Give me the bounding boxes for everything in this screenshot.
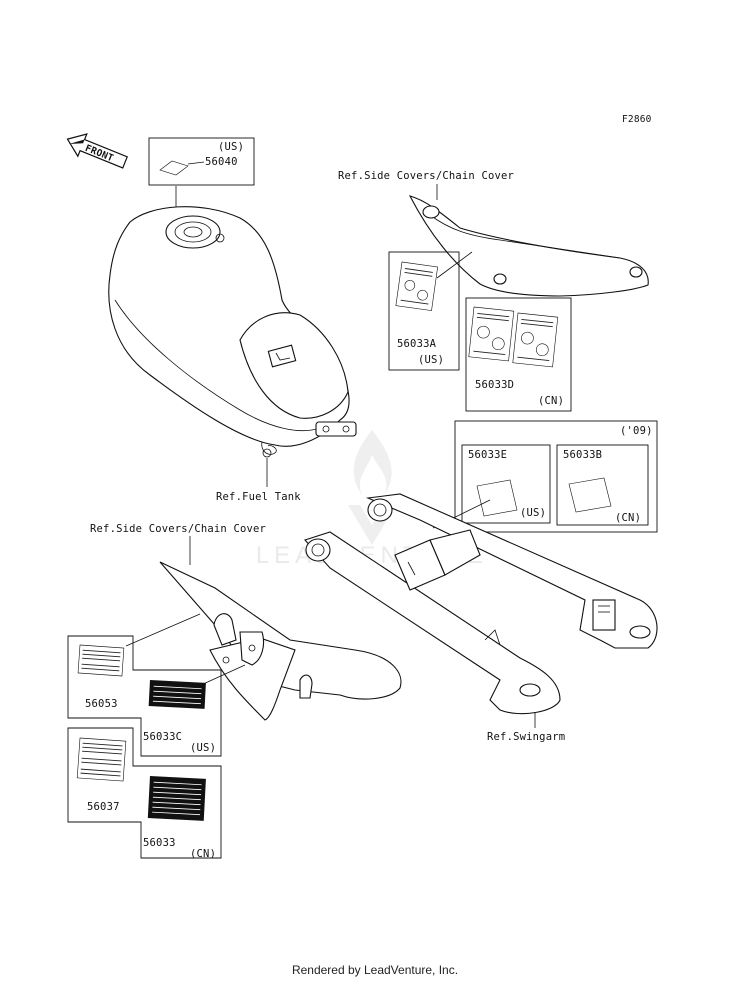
decal-box-56040: (US) 56040: [148, 137, 255, 212]
front-arrow-icon: FRONT: [66, 133, 129, 169]
region-56033D: (CN): [538, 395, 564, 407]
region-56033A: (US): [418, 354, 444, 366]
decal-box-56053-56033C: 56053 56033C (US): [67, 613, 246, 757]
decal-box-56037-56033: 56037 56033 (CN): [67, 727, 222, 860]
part-number-56033B: 56033B: [563, 449, 602, 461]
part-number-56040: 56040: [205, 156, 238, 168]
region-56033: (CN): [190, 848, 216, 860]
region-56040: (US): [218, 141, 244, 153]
ref-fuel-tank: Ref.Fuel Tank: [216, 491, 301, 503]
part-number-56037: 56037: [87, 801, 120, 813]
ref-side-covers-left: Ref.Side Covers/Chain Cover: [90, 523, 266, 535]
ref-side-covers-top: Ref.Side Covers/Chain Cover: [338, 170, 514, 182]
chain-cover: [159, 561, 402, 721]
part-number-56033: 56033: [143, 837, 176, 849]
part-number-56033A: 56033A: [397, 338, 437, 350]
decal-group-09: ('09) 56033E (US) 56033B (CN): [432, 420, 658, 533]
fuel-tank: [108, 206, 357, 487]
region-56033E: (US): [520, 507, 546, 519]
decal-box-56033D: 56033D (CN): [465, 297, 572, 412]
side-cover-right: [408, 195, 649, 297]
region-56033C: (US): [190, 742, 216, 754]
decal-box-56033A: 56033A (US): [388, 251, 473, 371]
footer-credit: Rendered by LeadVenture, Inc.: [291, 963, 459, 977]
part-number-56033C: 56033C: [143, 731, 182, 743]
region-56033B: (CN): [615, 512, 641, 524]
part-number-56033E: 56033E: [468, 449, 507, 461]
year-group-label: ('09): [620, 425, 653, 437]
part-number-56033D: 56033D: [475, 379, 514, 391]
ref-swingarm: Ref.Swingarm: [487, 731, 565, 743]
swingarm: [304, 493, 658, 728]
figure-code: F2860: [622, 114, 652, 125]
part-number-56053: 56053: [85, 698, 118, 710]
